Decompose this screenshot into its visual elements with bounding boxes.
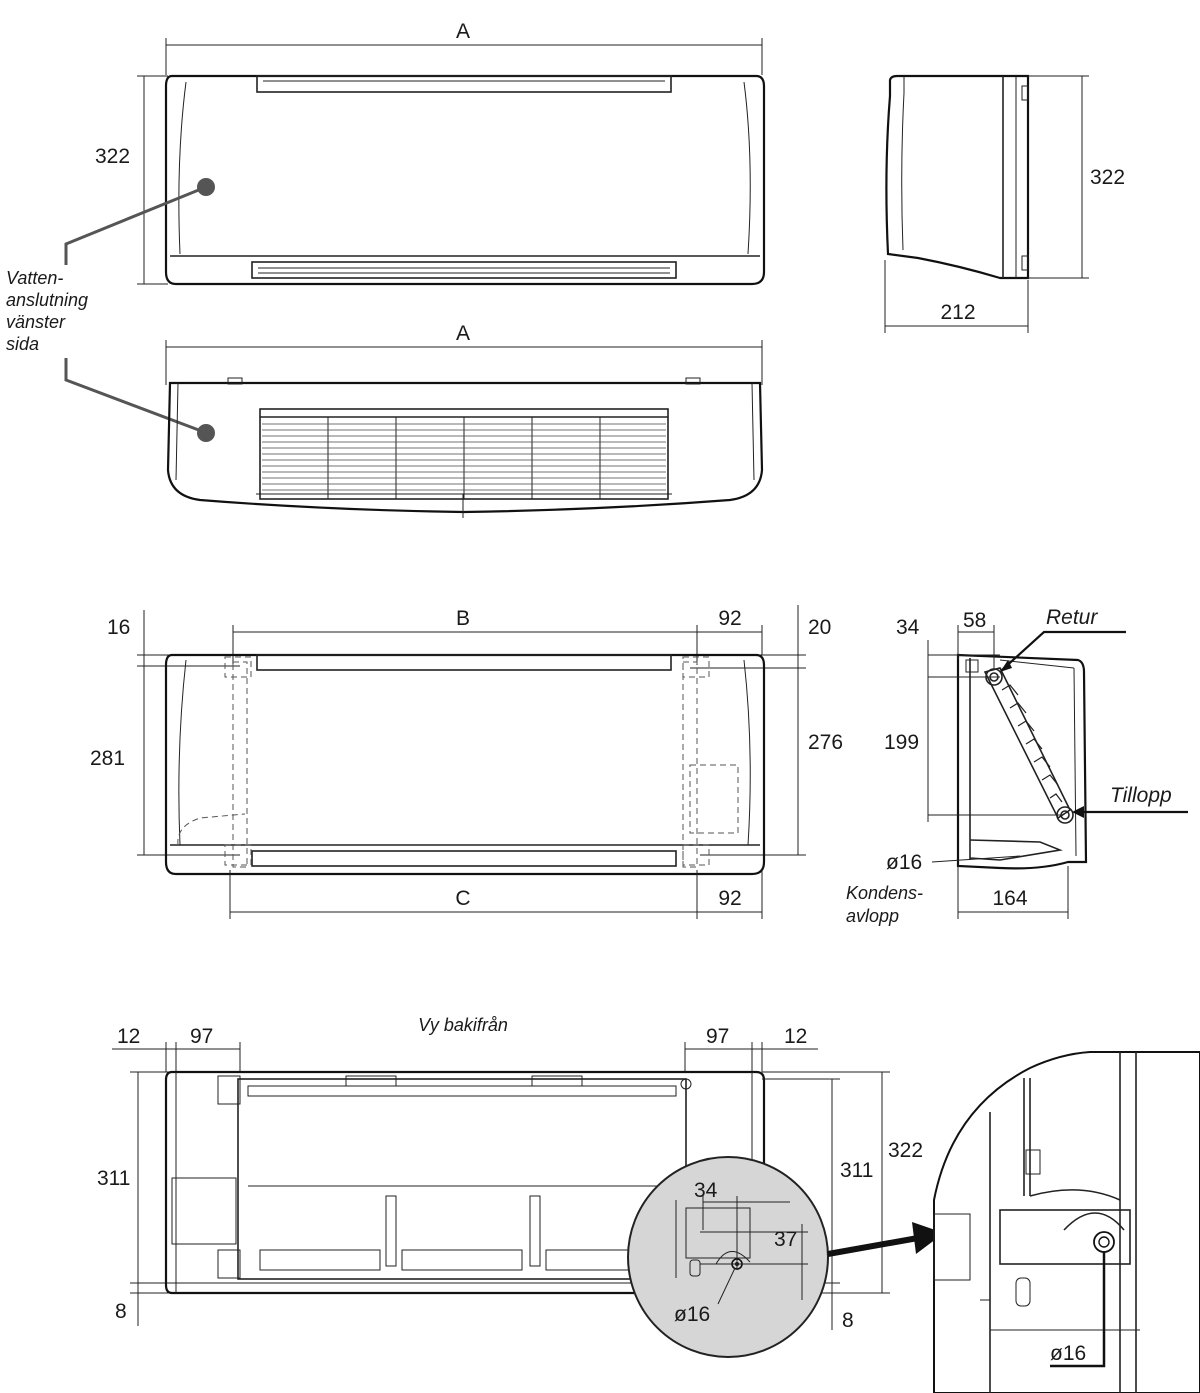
dim-phi16-detail: ø16 <box>674 1303 710 1326</box>
dim-276: 276 <box>808 731 843 754</box>
grille-slats <box>262 423 666 491</box>
dim-37: 37 <box>774 1228 797 1251</box>
retur-label: Retur <box>1046 606 1098 629</box>
dim-34-section: 34 <box>896 616 920 639</box>
dim-322-front: 322 <box>95 145 130 168</box>
section-view: 34 199 58 Retur Tillopp 164 ø16 Kondens-… <box>846 606 1188 926</box>
front-view: A 322 <box>95 20 766 286</box>
dim-58: 58 <box>963 609 986 632</box>
dim-92-bottom: 92 <box>718 887 741 910</box>
vatten-line-2: anslutning <box>6 290 88 310</box>
dim-phi16-drain: ø16 <box>886 851 922 874</box>
side-view: 322 212 <box>884 74 1125 333</box>
tillopp-label: Tillopp <box>1110 784 1172 807</box>
bottom-view: A <box>165 322 764 518</box>
dim-199: 199 <box>884 731 919 754</box>
vatten-line-3: vänster <box>6 312 66 332</box>
rear-view-title: Vy bakifrån <box>418 1015 508 1035</box>
kondens-line-2: avlopp <box>846 906 899 926</box>
dim-8-left: 8 <box>115 1300 127 1323</box>
dim-311-right: 311 <box>840 1159 873 1182</box>
vatten-line-1: Vatten- <box>6 268 63 288</box>
water-connection-marker-2 <box>197 424 215 442</box>
dim-8-right: 8 <box>842 1309 854 1332</box>
dim-34-detail: 34 <box>694 1179 718 1202</box>
dim-322-side: 322 <box>1090 166 1125 189</box>
dim-20: 20 <box>808 616 831 639</box>
dim-97-left: 97 <box>190 1025 213 1048</box>
dim-a-label-2: A <box>456 322 470 345</box>
magnifier-circle: 34 37 ø16 <box>627 1156 829 1358</box>
dim-12-left: 12 <box>117 1025 140 1048</box>
dim-b-label: B <box>456 607 470 630</box>
dim-phi16-cutout: ø16 <box>1050 1342 1086 1365</box>
dim-164: 164 <box>992 887 1027 910</box>
dim-16: 16 <box>107 616 130 639</box>
dim-92-top: 92 <box>718 607 741 630</box>
dim-a-label: A <box>456 20 470 43</box>
kondens-line-1: Kondens- <box>846 883 923 903</box>
vatten-line-4: sida <box>6 334 39 354</box>
dim-311-left: 311 <box>97 1167 130 1190</box>
dim-281: 281 <box>90 747 125 770</box>
detail-cutout: ø16 <box>933 1051 1200 1393</box>
water-connection-callout: Vatten- anslutning vänster sida <box>6 185 207 434</box>
detail-arrow <box>827 1222 944 1257</box>
dim-212-side: 212 <box>940 301 975 324</box>
dim-322-rear: 322 <box>888 1139 923 1162</box>
section-fins <box>1001 684 1063 803</box>
mounting-view: B 92 16 281 20 276 C 9 <box>90 605 843 919</box>
dim-c-label: C <box>455 887 470 910</box>
dim-12-right: 12 <box>784 1025 807 1048</box>
dim-97-right: 97 <box>706 1025 729 1048</box>
